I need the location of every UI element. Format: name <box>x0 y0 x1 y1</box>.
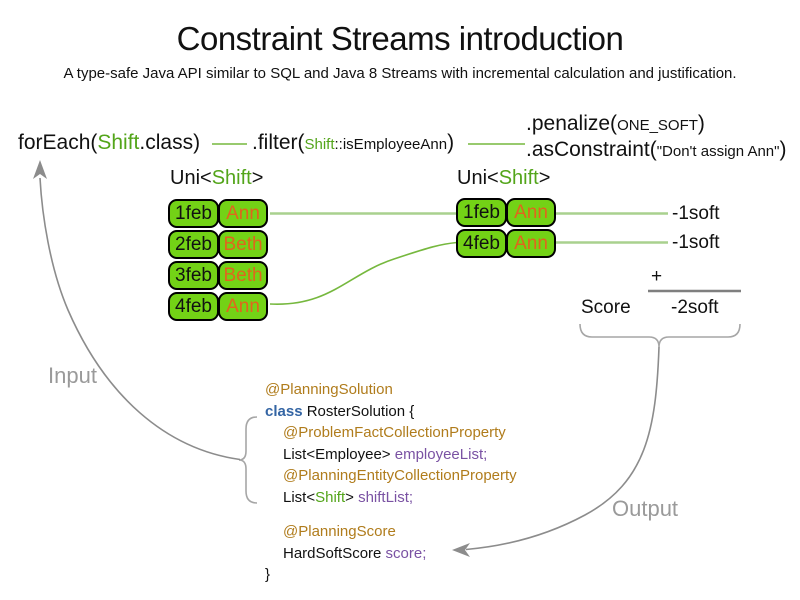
shift-date-cell: 3feb <box>168 261 219 290</box>
class-name-token: RosterSolution { <box>302 402 415 420</box>
type-token: List< <box>283 488 316 506</box>
code-line-shift-list: List<Shift> shiftList; <box>265 487 517 509</box>
shift-employee-cell: Ann <box>506 198 556 227</box>
code-line-annotation-solution: @PlanningSolution <box>265 379 517 401</box>
shift-employee-cell: Ann <box>218 199 268 228</box>
shift-date-cell: 2feb <box>168 230 219 259</box>
type-token: List<Employee> <box>283 445 395 463</box>
code-line-annotation-problem-fact: @ProblemFactCollectionProperty <box>265 422 517 444</box>
uni-class: Shift <box>211 167 252 189</box>
score-total: -2soft <box>671 297 719 318</box>
penalize-arg: ONE_SOFT <box>617 117 698 134</box>
annotation-token: @PlanningScore <box>283 523 396 540</box>
table-row: 2feb Beth <box>168 230 268 259</box>
shift-employee-cell: Beth <box>218 230 268 259</box>
shift-employee-cell: Ann <box>506 229 556 258</box>
code-line-employee-list: List<Employee> employeeList; <box>265 444 517 466</box>
type-token: HardSoftScore <box>283 544 386 562</box>
code-line-closing-brace: } <box>265 564 517 586</box>
table-row: 4feb Ann <box>456 229 556 258</box>
score-label: Score <box>581 297 631 318</box>
penalize-close: ) <box>697 112 705 135</box>
keyword-token: class <box>265 402 303 420</box>
brace-token: } <box>265 566 271 583</box>
output-label: Output <box>612 496 679 521</box>
page-subtitle: A type-safe Java API similar to SQL and … <box>63 65 737 82</box>
uni-open: Uni< <box>170 167 212 189</box>
shift-date-cell: 1feb <box>456 198 507 227</box>
uni-class: Shift <box>498 167 539 189</box>
left-stream-type-label: Uni<Shift> <box>170 167 263 190</box>
left-stream-table: 1feb Ann 2feb Beth 3feb Beth 4feb Ann <box>168 199 268 321</box>
score-brace <box>579 323 741 348</box>
code-block: @PlanningSolution class RosterSolution {… <box>265 379 517 586</box>
annotation-token: @ProblemFactCollectionProperty <box>283 424 506 441</box>
right-stream-type-label: Uni<Shift> <box>457 167 550 190</box>
shift-employee-cell: Beth <box>218 261 268 290</box>
filter-class-arg: Shift <box>304 136 335 153</box>
uni-close: > <box>538 167 551 189</box>
penalize-expression: .penalize(ONE_SOFT) <box>526 112 705 136</box>
foreach-close: .class) <box>139 131 201 154</box>
code-line-class-decl: class RosterSolution { <box>265 401 517 423</box>
uni-open: Uni< <box>457 167 499 189</box>
table-row: 3feb Beth <box>168 261 268 290</box>
filter-method-arg: ::isEmployeeAnn <box>334 136 448 153</box>
uni-close: > <box>251 167 264 189</box>
field-token: score; <box>385 544 427 562</box>
foreach-expression: forEach(Shift.class) <box>18 131 200 155</box>
right-stream-table: 1feb Ann 4feb Ann <box>456 198 556 258</box>
annotation-token: @PlanningSolution <box>265 381 393 398</box>
edge-4feb-filtered <box>269 241 458 305</box>
field-token: shiftList; <box>358 488 414 506</box>
penalty-label: -1soft <box>672 203 720 224</box>
penalize-open: .penalize( <box>526 112 618 135</box>
input-label: Input <box>48 363 97 388</box>
code-line-annotation-score: @PlanningScore <box>265 521 517 543</box>
filter-close: ) <box>447 131 455 154</box>
page-title: Constraint Streams introduction <box>176 20 624 57</box>
foreach-open: forEach( <box>18 131 98 154</box>
asconstraint-arg: "Don't assign Ann" <box>656 143 780 160</box>
asconstraint-expression: .asConstraint("Don't assign Ann") <box>526 138 786 162</box>
table-row: 1feb Ann <box>168 199 268 228</box>
shift-date-cell: 1feb <box>168 199 219 228</box>
code-blank-line <box>265 508 517 521</box>
penalty-label: -1soft <box>672 232 720 253</box>
filter-expression: .filter(Shift::isEmployeeAnn) <box>252 131 454 155</box>
asconstraint-close: ) <box>779 138 787 161</box>
code-brace <box>238 416 258 504</box>
type-token: > <box>345 488 359 506</box>
filter-open: .filter( <box>252 131 305 154</box>
shift-class-token: Shift <box>315 488 346 506</box>
input-arrowhead-icon <box>33 160 47 179</box>
foreach-class-arg: Shift <box>97 131 140 154</box>
table-row: 1feb Ann <box>456 198 556 227</box>
asconstraint-open: .asConstraint( <box>526 138 657 161</box>
shift-employee-cell: Ann <box>218 292 268 321</box>
plus-sign: + <box>651 266 663 287</box>
table-row: 4feb Ann <box>168 292 268 321</box>
shift-date-cell: 4feb <box>168 292 219 321</box>
code-line-annotation-planning-entity: @PlanningEntityCollectionProperty <box>265 465 517 487</box>
field-token: employeeList; <box>394 445 488 463</box>
shift-date-cell: 4feb <box>456 229 507 258</box>
annotation-token: @PlanningEntityCollectionProperty <box>283 467 517 484</box>
code-line-score-field: HardSoftScore score; <box>265 543 517 565</box>
